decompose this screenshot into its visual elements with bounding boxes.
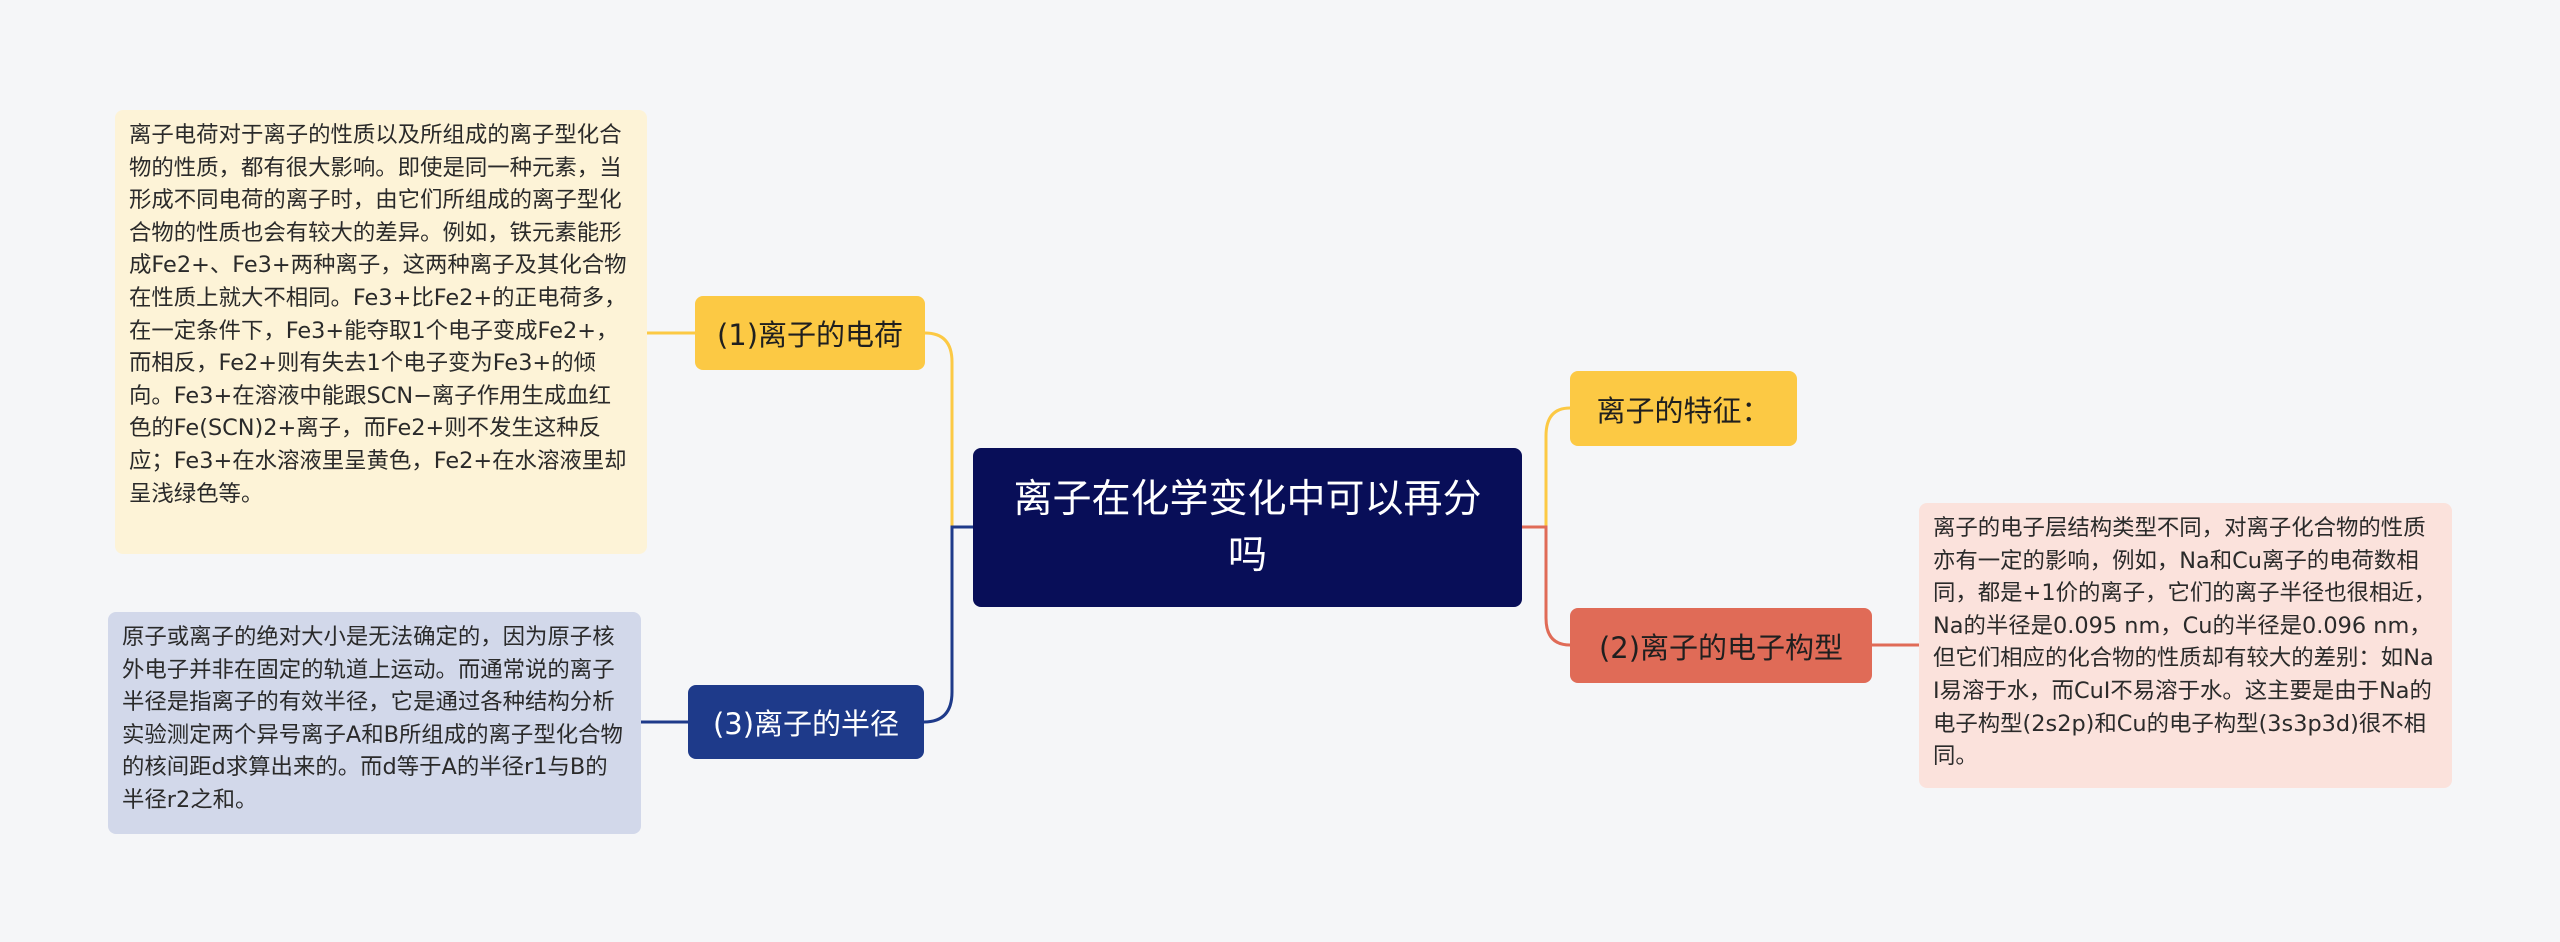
root-topic-label: 离子在化学变化中可以再分吗 [1013,476,1482,578]
link-root-charge [924,331,973,529]
link-root-radius [923,525,973,724]
branch-electron-configuration-label: (2)离子的电子构型 [1598,630,1844,665]
link-root-config [1522,525,1571,647]
leaf-ion-radius-text[interactable]: 原子或离子的绝对大小是无法确定的，因为原子核外电子并非在固定的轨道上运动。而通常… [108,612,641,834]
branch-electron-configuration[interactable]: (2)离子的电子构型 [1570,608,1872,683]
branch-ion-charge-label: (1)离子的电荷 [716,318,904,352]
root-topic[interactable]: 离子在化学变化中可以再分吗 [973,448,1522,607]
branch-ion-radius-label: (3)离子的半径 [712,707,900,741]
branch-ion-features[interactable]: 离子的特征： [1570,371,1797,446]
leaf-ion-charge-text[interactable]: 离子电荷对于离子的性质以及所组成的离子型化合物的性质，都有很大影响。即使是同一种… [115,110,647,554]
branch-ion-charge[interactable]: (1)离子的电荷 [695,296,925,370]
leaf-electron-configuration-text[interactable]: 离子的电子层结构类型不同，对离子化合物的性质亦有一定的影响，例如，Na和Cu离子… [1919,503,2452,788]
branch-ion-features-label: 离子的特征： [1596,393,1771,428]
link-root-feature [1522,406,1571,529]
branch-ion-radius[interactable]: (3)离子的半径 [688,685,924,759]
